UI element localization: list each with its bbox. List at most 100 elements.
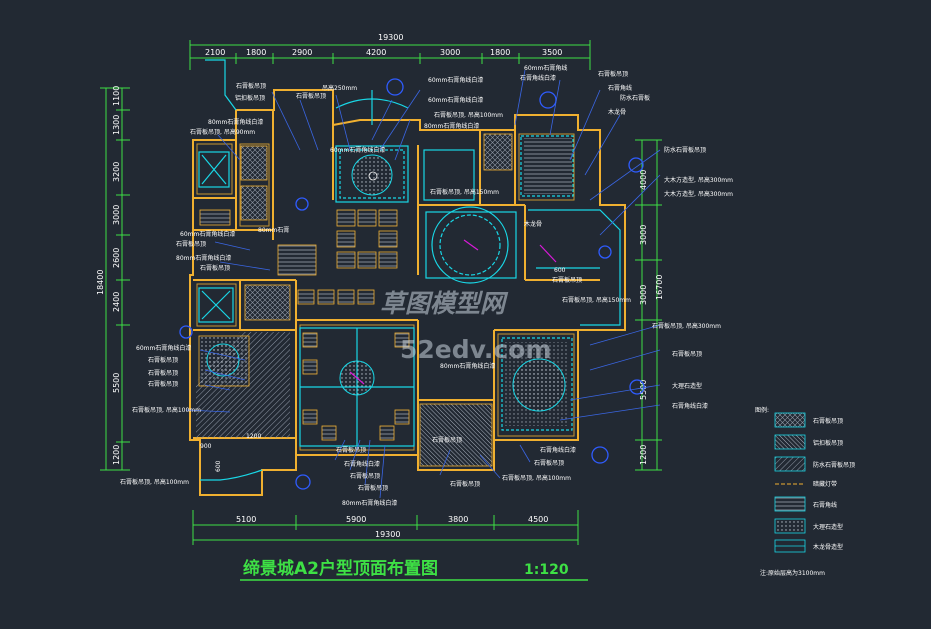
right-segment-2: 3000 — [639, 225, 648, 245]
annotation-left-10: 石膏板吊顶 — [148, 380, 178, 388]
annotation-center-1: 石膏板吊顶, 吊高150mm — [430, 188, 499, 196]
left-segment-1: 1100 — [112, 86, 121, 106]
annotation-top-9: 60mm石膏角线 — [524, 64, 567, 72]
annotation-left-5: 80mm石膏角线白漆 — [176, 254, 231, 262]
annotation-bottom-7: 石膏板吊顶, 吊高100mm — [502, 474, 571, 482]
legend-item-6: 大理石造型 — [813, 523, 843, 531]
annotation-bottom-2: 石膏角线白漆 — [344, 460, 380, 468]
annotation-top-6: 60mm石膏角线白漆 — [428, 96, 483, 104]
annotation-right-6: 大理石造型 — [672, 382, 702, 390]
top-dimension-chain — [189, 40, 591, 70]
top-total-dimension: 19300 — [378, 33, 403, 42]
legend-swatch-1 — [774, 412, 806, 428]
floor-plan-walls — [189, 89, 626, 496]
top-segment-6: 1800 — [490, 48, 510, 57]
top-segment-labels: 2100 1800 2900 4200 3000 1800 3500 — [205, 48, 562, 57]
annotation-left-11: 石膏板吊顶, 吊高100mm — [132, 406, 201, 414]
annotation-bottom-1: 石膏板吊顶 — [336, 446, 366, 454]
annotation-top-3: 石膏板吊顶 — [296, 92, 326, 100]
annotations-left: 80mm石膏角线白漆 石膏板吊顶, 吊高90mm 60mm石膏角线白漆 石膏板吊… — [120, 118, 263, 486]
title-block: 缔景城A2户型顶面布置图 1:120 — [240, 558, 588, 581]
annotation-left-3: 60mm石膏角线白漆 — [180, 230, 235, 238]
watermark: 草图模型网 52edv.com — [380, 289, 551, 364]
legend: 图例: 石膏板吊顶 铝扣板吊顶 防水石膏板吊顶 暗藏灯带 石膏角线 大理石造型 … — [755, 406, 855, 577]
left-segment-2: 1300 — [112, 115, 121, 135]
inner-dim-3: 1200 — [246, 433, 261, 440]
annotation-top-10: 石膏角线白漆 — [520, 74, 556, 82]
annotation-right-4: 石膏板吊顶, 吊高300mm — [652, 322, 721, 330]
annotation-center-8: 木龙骨 — [524, 220, 542, 228]
annotation-top-11: 石膏板吊顶 — [598, 70, 628, 78]
annotations-right: 防水石膏板吊顶 大木方造型, 吊高300mm 大木方造型, 吊高300mm 石膏… — [652, 146, 733, 410]
coffer-grid-panels — [297, 209, 410, 441]
right-segment-3: 3000 — [639, 285, 648, 305]
top-segment-3: 2900 — [292, 48, 312, 57]
annotation-right-1: 防水石膏板吊顶 — [664, 146, 706, 154]
legend-item-2: 铝扣板吊顶 — [813, 439, 843, 447]
lighting-and-fixtures — [198, 59, 621, 481]
left-segment-7: 5500 — [112, 373, 121, 393]
annotation-top-1: 石膏板吊顶 — [236, 82, 266, 90]
bottom-segment-1: 5100 — [236, 515, 256, 524]
accent-marks — [349, 239, 557, 385]
inner-dim-1: 900 — [200, 443, 212, 450]
left-dimension-chain — [100, 87, 130, 471]
right-total-dimension: 16700 — [655, 275, 664, 300]
annotation-right-3: 大木方造型, 吊高300mm — [664, 190, 733, 198]
drawing-title: 缔景城A2户型顶面布置图 — [243, 558, 438, 579]
top-segment-5: 3000 — [440, 48, 460, 57]
left-segment-4: 3000 — [112, 205, 121, 225]
annotation-left-7: 60mm石膏角线白漆 — [136, 344, 191, 352]
annotation-bottom-9: 石膏角线白漆 — [540, 446, 576, 454]
annotation-right-5: 石膏板吊顶 — [672, 350, 702, 358]
legend-swatch-3 — [774, 456, 806, 472]
annotation-left-8: 石膏板吊顶 — [148, 356, 178, 364]
right-dimension-chain — [635, 139, 662, 471]
annotation-bottom-4: 石膏板吊顶 — [358, 484, 388, 492]
top-segment-7: 3500 — [542, 48, 562, 57]
annotation-center-3: 80mm石膏角线白漆 — [440, 362, 495, 370]
annotation-left-9: 石膏板吊顶 — [148, 369, 178, 377]
annotation-top-13: 石膏角线 — [608, 84, 632, 92]
leader-lines — [185, 69, 661, 499]
annotation-center-7: 80mm石膏 — [258, 226, 289, 234]
bottom-dimension-chain — [192, 510, 579, 545]
annotation-center-2: 石膏板吊顶, 吊高150mm — [562, 296, 631, 304]
right-segment-labels: 4000 3000 3000 5500 1200 16700 — [639, 170, 664, 465]
annotation-top-12: 防水石膏板 — [620, 94, 650, 102]
annotation-left-6: 石膏板吊顶 — [200, 264, 230, 272]
annotation-right-7: 石膏角线白漆 — [672, 402, 708, 410]
legend-item-3: 防水石膏板吊顶 — [813, 461, 855, 469]
left-segment-3: 3200 — [112, 162, 121, 182]
annotation-left-2: 石膏板吊顶, 吊高90mm — [190, 128, 255, 136]
right-segment-1: 4000 — [639, 170, 648, 190]
annotation-left-1: 80mm石膏角线白漆 — [208, 118, 263, 126]
legend-swatch-2 — [774, 434, 806, 450]
inner-dim-2: 600 — [215, 460, 222, 472]
inner-dim-4: 600 — [554, 267, 566, 274]
annotation-top-2: 铝扣板吊顶 — [235, 94, 265, 102]
top-segment-1: 2100 — [205, 48, 225, 57]
bottom-total-dimension: 19300 — [375, 530, 400, 539]
annotation-right-2: 大木方造型, 吊高300mm — [664, 176, 733, 184]
annotation-center-4: 60mm石膏角线白漆 — [330, 146, 385, 154]
bottom-segment-2: 5900 — [346, 515, 366, 524]
drawing-scale: 1:120 — [524, 562, 569, 578]
annotation-top-5: 60mm石膏角线白漆 — [428, 76, 483, 84]
annotation-bottom-3: 石膏板吊顶 — [350, 472, 380, 480]
left-segment-6: 2400 — [112, 292, 121, 312]
annotations-top: 石膏板吊顶 铝扣板吊顶 石膏板吊顶 吊高250mm 60mm石膏角线白漆 60m… — [235, 64, 650, 130]
annotations-center-bottom: 石膏板吊顶, 吊高150mm 石膏板吊顶, 吊高150mm 80mm石膏角线白漆… — [258, 146, 631, 507]
legend-item-1: 石膏板吊顶 — [813, 417, 843, 425]
right-segment-5: 1200 — [639, 445, 648, 465]
ceiling-height-note: 注:原始层高为3100mm — [760, 569, 825, 577]
annotation-top-7: 石膏板吊顶, 吊高100mm — [434, 111, 503, 119]
legend-title: 图例: — [755, 406, 769, 414]
section-symbols — [179, 78, 645, 490]
legend-item-7: 木龙骨造型 — [813, 543, 843, 551]
left-segment-5: 2600 — [112, 248, 121, 268]
bottom-segment-4: 4500 — [528, 515, 548, 524]
watermark-text-1: 草图模型网 — [380, 289, 509, 318]
annotation-top-8: 80mm石膏角线白漆 — [424, 122, 479, 130]
